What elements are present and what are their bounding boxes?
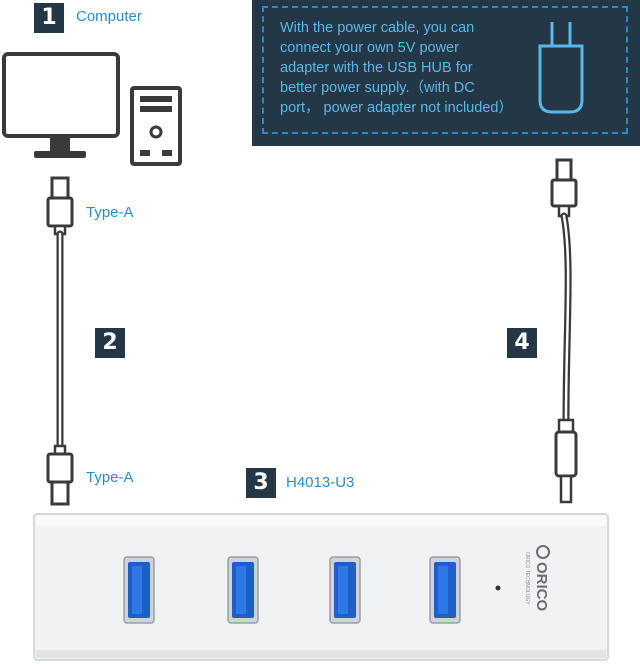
usb-a-connector-icon bbox=[550, 158, 578, 218]
power-note-panel: With the power cable, you can connect yo… bbox=[252, 0, 640, 146]
step-2-badge: 2 bbox=[95, 328, 125, 358]
dc-jack-icon bbox=[554, 418, 578, 504]
monitor-icon bbox=[2, 52, 120, 158]
step-4-badge: 4 bbox=[507, 328, 537, 358]
indicator-led bbox=[495, 585, 501, 591]
usb-port-1 bbox=[123, 556, 155, 624]
pc-tower-icon bbox=[130, 86, 182, 166]
power-note-line-5: port， power adapter not included） bbox=[280, 100, 513, 116]
svg-text:ORICO TECHNOLOGY: ORICO TECHNOLOGY bbox=[524, 552, 530, 605]
power-note-dashed-frame: With the power cable, you can connect yo… bbox=[262, 6, 628, 134]
power-note-text: With the power cable, you can connect yo… bbox=[280, 18, 530, 118]
power-note-line-1: With the power cable, you can bbox=[280, 20, 475, 36]
usb-port-3 bbox=[329, 556, 361, 624]
type-a-label-bottom: Type-A bbox=[86, 469, 134, 486]
orico-logo: ORICO ORICO TECHNOLOGY bbox=[524, 545, 550, 612]
type-a-label-top: Type-A bbox=[86, 204, 134, 221]
usb-a-connector-icon bbox=[46, 444, 74, 506]
step-1-badge: 1 bbox=[34, 3, 64, 33]
power-note-line-4: better power supply.（with DC bbox=[280, 80, 475, 96]
usb-hub-body bbox=[33, 513, 609, 661]
usb-a-connector-icon bbox=[46, 176, 74, 236]
step-3-badge: 3 bbox=[246, 468, 276, 498]
power-note-line-2: connect your own 5V power bbox=[280, 40, 459, 56]
usb-port-2 bbox=[227, 556, 259, 624]
power-plug-icon bbox=[538, 22, 584, 114]
power-note-line-3: adapter with the USB HUB for bbox=[280, 60, 473, 76]
usb-port-4 bbox=[429, 556, 461, 624]
model-label: H4013-U3 bbox=[286, 474, 355, 491]
svg-text:ORICO: ORICO bbox=[533, 562, 550, 612]
computer-label: Computer bbox=[76, 8, 142, 25]
